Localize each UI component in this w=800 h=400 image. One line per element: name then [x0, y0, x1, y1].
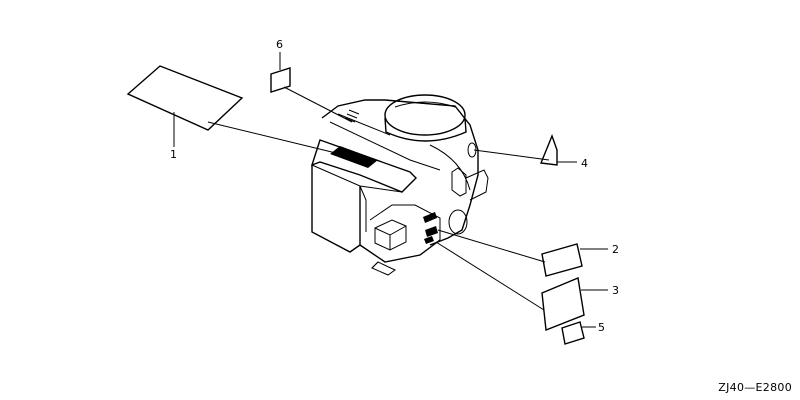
decal-part-2 [437, 229, 608, 277]
callout-2: 2 [612, 243, 619, 256]
diagram-code: ZJ40—E2800 [718, 381, 792, 394]
callout-4: 4 [581, 157, 588, 170]
engine-illustration [310, 94, 489, 276]
callout-6: 6 [276, 38, 283, 51]
callout-1: 1 [170, 148, 177, 161]
decal-part-3 [435, 241, 608, 331]
decal-part-5 [561, 321, 596, 345]
callout-5: 5 [598, 321, 605, 334]
decal-part-6 [270, 52, 353, 123]
callout-3: 3 [612, 284, 619, 297]
decal-part-1 [126, 65, 341, 155]
decal-part-4 [473, 134, 577, 166]
